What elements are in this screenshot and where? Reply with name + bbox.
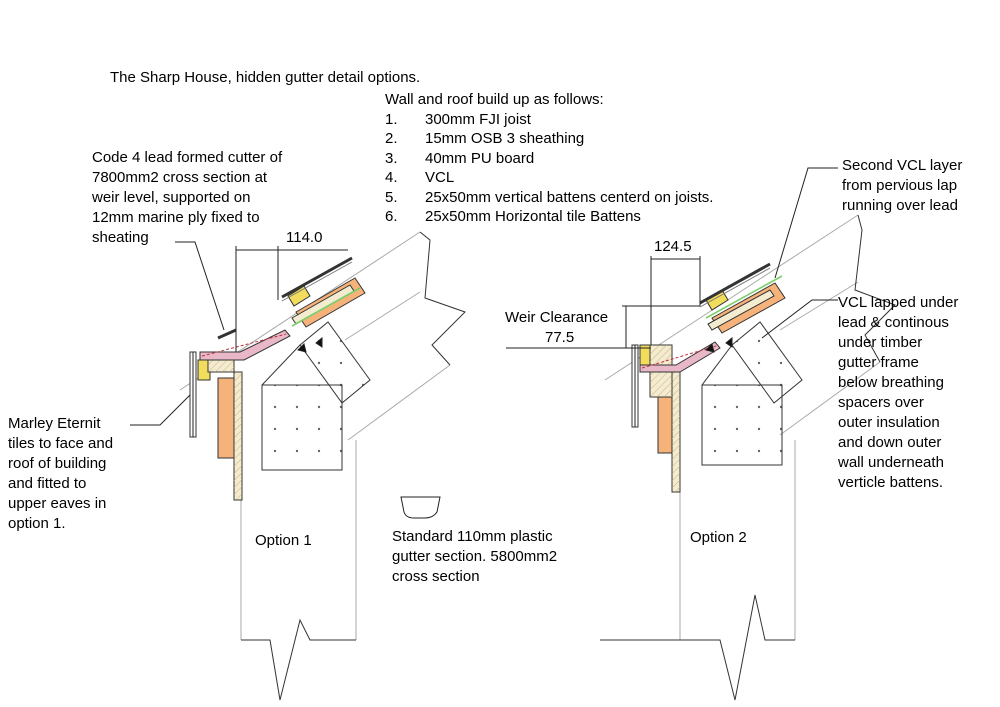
buildup-item: 1.300mm FJI joist (385, 110, 531, 128)
vcl-lapped-note: VCL lapped under lead & continous under … (838, 294, 959, 491)
buildup-item: 2.15mm OSB 3 sheathing (385, 130, 585, 147)
plastic-gutter-note: Standard 110mm plastic gutter section. 5… (392, 528, 558, 585)
opt1-wall-insulation (217, 377, 235, 459)
lead-gutter-leader (175, 241, 225, 331)
buildup-item: 6.25x50mm Horizontal tile Battens (385, 208, 641, 225)
opt1-lead-gutter (199, 329, 291, 361)
plastic-gutter-section (400, 496, 441, 519)
opt2-wall-joist (701, 344, 783, 466)
second-vcl-leader (774, 167, 838, 279)
marley-leader (130, 394, 191, 426)
weir-clearance-label: Weir Clearance (505, 309, 609, 326)
page-title: The Sharp House, hidden gutter detail op… (110, 69, 421, 86)
second-vcl-note: Second VCL layer from pervious lap runni… (842, 157, 963, 214)
vcl-lapped-leader (761, 299, 838, 339)
buildup-list: Wall and roof build up as follows: 1.300… (385, 90, 713, 227)
marley-tiles-note: Marley Eternit tiles to face and roof of… (8, 415, 114, 532)
buildup-item: 4.VCL (385, 169, 455, 186)
opt1-wall-joist (261, 344, 343, 471)
opt2-width-dimension: 124.5 (654, 238, 692, 255)
weir-clearance-value: 77.5 (545, 329, 575, 346)
opt2-dimension-lines (506, 256, 701, 349)
opt1-dimension-line (235, 246, 348, 352)
buildup-item: 3.40mm PU board (385, 149, 535, 167)
buildup-heading: Wall and roof build up as follows: (385, 91, 604, 108)
opt1-width-dimension: 114.0 (286, 229, 323, 246)
lead-gutter-note: Code 4 lead formed cutter of 7800mm2 cro… (92, 149, 283, 246)
buildup-item: 5.25x50mm vertical battens centerd on jo… (385, 188, 714, 206)
option-1-label: Option 1 (255, 532, 312, 549)
option-2-label: Option 2 (690, 529, 747, 546)
option-1-detail (179, 231, 466, 701)
opt2-roof-joist (731, 321, 803, 404)
option-2-detail (600, 214, 896, 701)
